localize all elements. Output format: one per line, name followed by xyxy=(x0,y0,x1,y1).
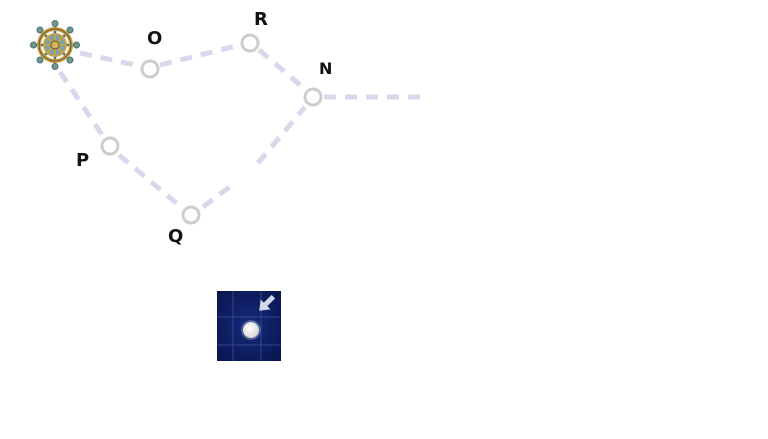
path-q-n xyxy=(201,180,238,209)
ship-wheel-icon[interactable] xyxy=(30,20,80,70)
node-label-r: R xyxy=(254,9,268,30)
node-label-o: O xyxy=(147,28,163,49)
node-n[interactable] xyxy=(303,87,323,107)
node-o[interactable] xyxy=(140,59,160,79)
node-label-n: N xyxy=(319,59,333,78)
path-r-n xyxy=(257,48,307,91)
path-start-p xyxy=(57,70,106,138)
node-q[interactable] xyxy=(181,205,201,225)
arrow-icon xyxy=(259,294,276,311)
player-dot-icon xyxy=(241,320,261,340)
node-label-p: P xyxy=(76,150,90,171)
node-r[interactable] xyxy=(240,33,260,53)
path-p-q xyxy=(117,153,183,209)
minimap[interactable] xyxy=(217,291,281,361)
path-o-r xyxy=(159,42,241,68)
node-p[interactable] xyxy=(100,136,120,156)
path-start-o xyxy=(79,50,141,69)
node-label-q: Q xyxy=(168,226,184,247)
path-n-q xyxy=(256,105,307,165)
